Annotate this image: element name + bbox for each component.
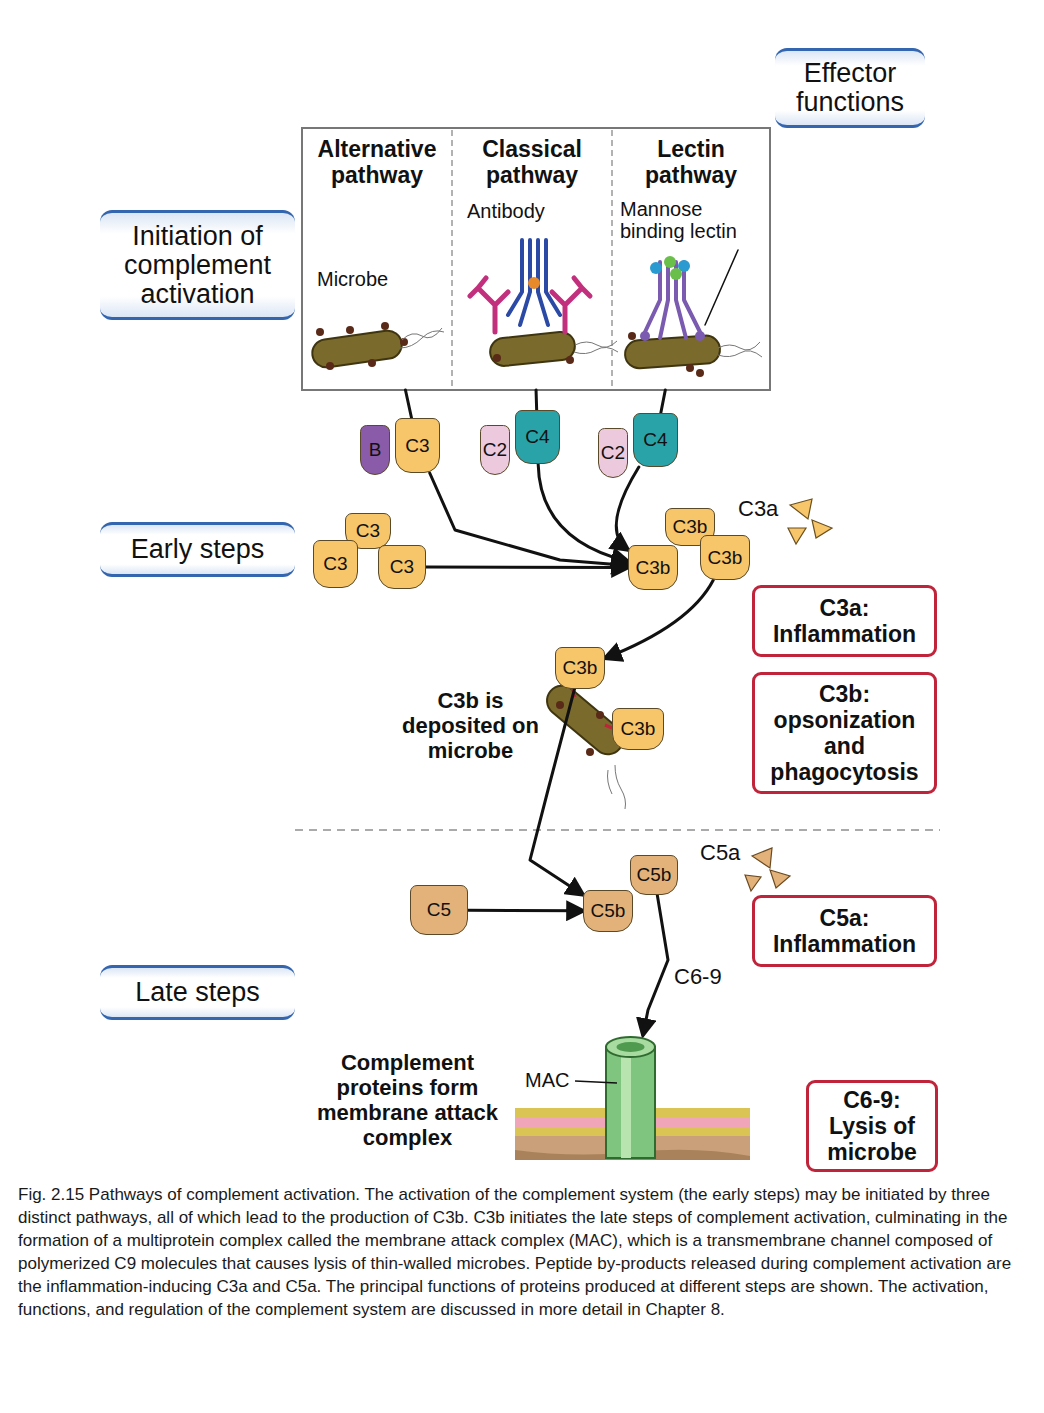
flow-arrow: [643, 895, 668, 1035]
node-text: C3: [405, 435, 429, 457]
microbe: [624, 332, 762, 377]
node-text: C3b: [621, 718, 656, 740]
effector-box: C6-9: Lysis of microbe: [806, 1080, 938, 1172]
flow-arrow: [616, 467, 639, 550]
node-text: C2: [601, 442, 625, 464]
mac-channel: MAC: [603, 1035, 658, 1160]
node-text: MAC: [525, 1069, 569, 1092]
node-text: C3b: [673, 516, 708, 538]
flow-arrow: [605, 580, 713, 658]
node-text: C3: [356, 520, 380, 542]
complement-protein: C5: [410, 885, 468, 935]
microbe: [489, 331, 618, 368]
node-text: Lectin pathway: [612, 128, 770, 188]
flow-arrow: [426, 566, 628, 569]
c3a-fragments: [788, 499, 832, 544]
complement-protein: C3b: [700, 535, 750, 580]
flow-arrow: [535, 390, 539, 410]
node-text: Early steps: [131, 535, 265, 564]
annotation-label: Complement proteins form membrane attack…: [300, 1050, 515, 1150]
node-text: C2: [483, 439, 507, 461]
pathway-column: Classical pathwayAntibody: [452, 128, 612, 390]
flow-arrow: [468, 909, 583, 913]
flow-arrow: [405, 390, 411, 418]
node-text: Late steps: [135, 978, 260, 1007]
complement-protein: C2: [480, 425, 510, 475]
node-subtext: Mannose binding lectin: [620, 198, 768, 242]
node-text: Alternative pathway: [302, 128, 452, 188]
mac-cylinder: [603, 1035, 658, 1160]
flow-arrow: [538, 464, 628, 561]
step-tab: Early steps: [100, 522, 295, 577]
antibody: [470, 240, 590, 332]
node-text: C3b: [708, 547, 743, 569]
node-text: C5b: [591, 900, 626, 922]
node-text: C3b: opsonization and phagocytosis: [763, 681, 926, 785]
node-text: C3: [323, 553, 347, 575]
node-text: Effector functions: [785, 59, 915, 117]
node-text: C5b: [637, 864, 672, 886]
complement-protein: C3: [313, 540, 358, 588]
annotation-label: C5a: [700, 840, 750, 865]
step-tab: Effector functions: [775, 48, 925, 128]
microbe: [310, 322, 444, 370]
figure-caption: Fig. 2.15 Pathways of complement activat…: [18, 1183, 1026, 1321]
step-tab: Initiation of complement activation: [100, 210, 295, 320]
complement-protein: C3: [395, 418, 440, 473]
complement-protein: C2: [598, 428, 628, 478]
node-text: C4: [525, 426, 549, 448]
c5a-fragments: [745, 848, 790, 891]
complement-protein: C5b: [583, 890, 633, 932]
complement-protein: C3: [378, 545, 426, 589]
node-text: C5: [427, 899, 451, 921]
complement-protein: C4: [633, 413, 678, 467]
node-text: C6-9: Lysis of microbe: [817, 1087, 927, 1165]
complement-protein: B: [360, 425, 390, 475]
node-text: C4: [643, 429, 667, 451]
node-text: C3b: [636, 557, 671, 579]
complement-protein: C3b: [628, 545, 678, 590]
node-text: B: [369, 439, 382, 461]
complement-protein: C3b: [612, 708, 664, 750]
node-text: C3b: [563, 657, 598, 679]
node-subtext: Antibody: [467, 200, 545, 222]
flow-arrow: [661, 390, 666, 413]
effector-box: C3a: Inflammation: [752, 585, 937, 657]
node-text: Initiation of complement activation: [110, 222, 285, 309]
mannose-binding-lectin: [640, 250, 738, 341]
complement-protein: C5b: [630, 855, 678, 895]
node-text: Classical pathway: [452, 128, 612, 188]
effector-box: C5a: Inflammation: [752, 895, 937, 967]
node-text: C5a: Inflammation: [763, 905, 926, 957]
effector-box: C3b: opsonization and phagocytosis: [752, 672, 937, 794]
annotation-label: C3b is deposited on microbe: [398, 688, 543, 763]
pathway-column: Alternative pathwayMicrobe: [302, 128, 452, 390]
node-text: C3: [390, 556, 414, 578]
node-text: C3a: Inflammation: [763, 595, 926, 647]
divider: [295, 829, 940, 831]
annotation-label: C3a: [738, 496, 798, 521]
pathway-panel: [302, 128, 770, 390]
pathway-column: Lectin pathwayMannose binding lectin: [612, 128, 770, 390]
arrow-label: C6-9: [672, 964, 724, 990]
step-tab: Late steps: [100, 965, 295, 1020]
complement-protein: C4: [515, 410, 560, 464]
divider: [451, 130, 453, 388]
complement-protein: C3b: [555, 647, 605, 689]
node-subtext: Microbe: [317, 268, 388, 290]
